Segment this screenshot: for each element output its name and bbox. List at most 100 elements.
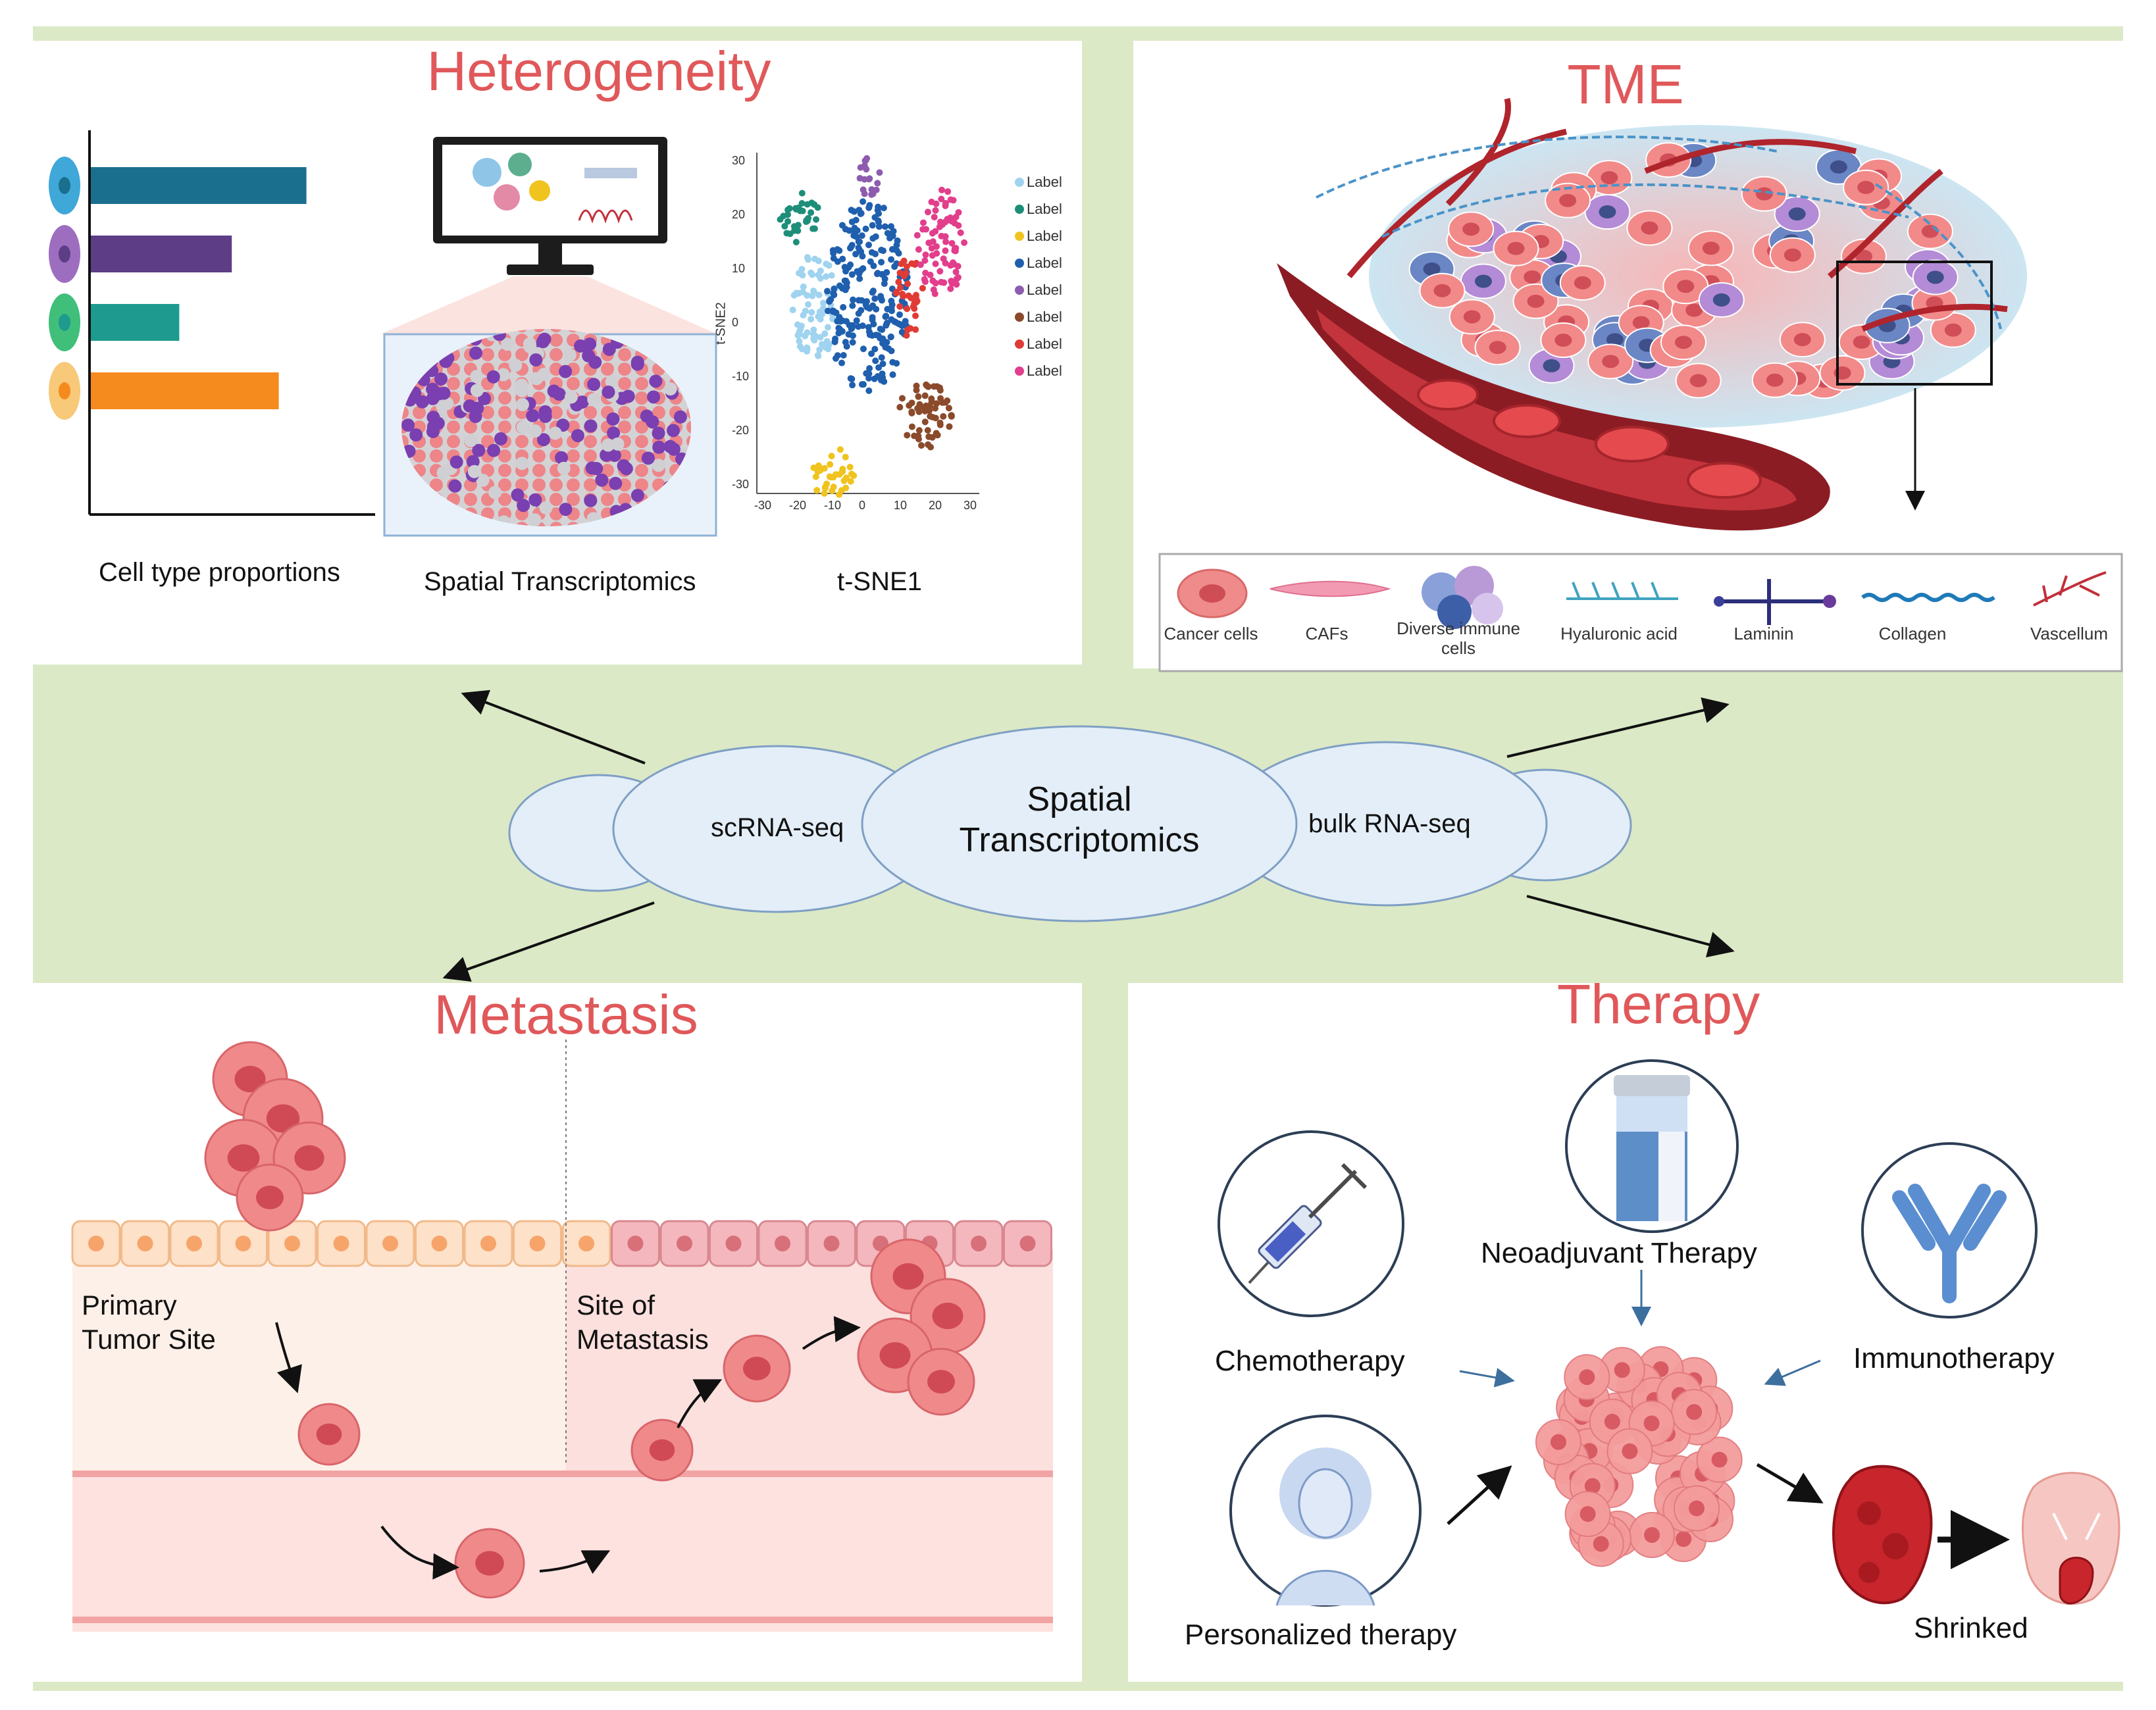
tsne-point <box>784 218 792 225</box>
tsne-y-tick: -20 <box>732 424 750 437</box>
tsne-point <box>840 477 848 484</box>
tsne-x-tick: 0 <box>859 499 866 512</box>
tsne-point <box>887 334 894 341</box>
tsne-point <box>888 256 895 263</box>
tsne-point <box>824 288 831 295</box>
tsne-point <box>903 263 910 270</box>
tsne-point <box>848 271 856 278</box>
tsne-point <box>884 230 891 237</box>
tsne-point <box>948 412 955 419</box>
spatial-spot <box>523 337 536 351</box>
tsne-point <box>931 213 938 220</box>
tsne-point <box>932 261 939 268</box>
tsne-point <box>832 355 839 362</box>
tsne-point <box>826 298 833 305</box>
tsne-legend-label: Label <box>1027 255 1062 271</box>
tsne-point <box>919 219 927 226</box>
vessel-icon <box>2033 571 2107 607</box>
tme-legend-icons <box>1177 566 2107 629</box>
tsne-point <box>938 278 945 286</box>
tsne-point <box>852 251 860 258</box>
tsne-point <box>912 312 919 319</box>
tsne-point <box>877 293 885 300</box>
tsne-legend-swatch <box>1015 232 1024 241</box>
tsne-point <box>817 316 824 323</box>
tsne-point <box>929 230 936 237</box>
tsne-point <box>869 314 876 321</box>
spatial-spot <box>538 409 552 423</box>
tme-legend-label: Collagen <box>1878 624 1947 643</box>
tsne-point <box>938 186 946 193</box>
tsne-point <box>961 239 968 246</box>
tsne-point <box>794 227 802 234</box>
tsne-point <box>932 405 939 412</box>
tsne-legend-label: Label <box>1027 336 1062 352</box>
tsne-point <box>863 166 870 173</box>
tsne-point <box>797 326 804 333</box>
spatial-spot <box>437 386 451 400</box>
spatial-spot <box>539 501 553 515</box>
tsne-point <box>933 200 940 207</box>
spatial-cloud <box>861 725 1298 922</box>
spatial-spot <box>436 466 450 480</box>
tsne-point <box>792 239 800 246</box>
tsne-point <box>798 189 806 197</box>
tsne-point <box>848 243 855 251</box>
spatial-spot <box>469 346 483 360</box>
tsne-point <box>952 213 960 220</box>
tsne-point <box>789 307 796 314</box>
tsne-point <box>848 218 856 226</box>
tsne-legend-swatch <box>1015 259 1024 268</box>
spatial-spot <box>652 459 665 472</box>
tsne-point <box>869 222 876 229</box>
tsne-point <box>937 419 944 426</box>
tsne-point <box>896 303 904 310</box>
tsne-point <box>954 274 962 281</box>
tsne-point <box>792 205 800 213</box>
tsne-point <box>860 198 867 205</box>
tsne-point <box>908 423 915 430</box>
tsne-legend-swatch <box>1015 366 1024 376</box>
tsne-point <box>899 290 906 297</box>
tsne-point <box>865 241 873 249</box>
tsne-point <box>800 283 807 290</box>
tsne-point <box>848 207 855 214</box>
tsne-point <box>804 201 811 208</box>
tsne-point <box>860 345 867 353</box>
tsne-point <box>919 226 927 233</box>
tsne-point <box>948 239 956 247</box>
tsne-point <box>940 413 947 420</box>
tsne-y-tick: 10 <box>732 262 746 275</box>
tsne-point <box>900 257 908 264</box>
spatial-spot <box>426 420 440 434</box>
tsne-point <box>821 330 829 338</box>
tsne-point <box>947 285 954 292</box>
tsne-x-tick: 20 <box>929 499 942 512</box>
tsne-point <box>933 243 940 250</box>
tsne-point <box>941 233 948 240</box>
tsne-point <box>932 207 939 214</box>
shrinked-tumor-icon <box>2021 1472 2120 1605</box>
spatial-spot <box>463 399 476 413</box>
spatial-spot <box>607 426 621 440</box>
tsne-point <box>804 217 811 224</box>
tme-title: TME <box>1567 53 1684 115</box>
tsne-point <box>855 323 862 330</box>
tsne-legend-swatch <box>1015 313 1024 322</box>
tsne-point <box>871 295 879 302</box>
tsne-point <box>848 470 855 478</box>
tsne-point <box>834 246 841 253</box>
tsne-legend-label: Label <box>1027 174 1062 190</box>
hyaluronic-acid-icon <box>1566 582 1678 600</box>
tsne-point <box>938 195 945 203</box>
spatial-spot <box>595 473 609 487</box>
tsne-point <box>869 302 877 309</box>
spatial-spot <box>600 448 613 462</box>
spatial-spot <box>630 357 644 371</box>
arrow-to-heterogeneity <box>461 690 646 765</box>
tsne-point <box>889 371 896 378</box>
tsne-point <box>824 307 831 314</box>
tsne-point <box>925 441 932 448</box>
immunotherapy-label: Immunotherapy <box>1853 1342 2055 1374</box>
spatial-spot <box>587 393 601 407</box>
